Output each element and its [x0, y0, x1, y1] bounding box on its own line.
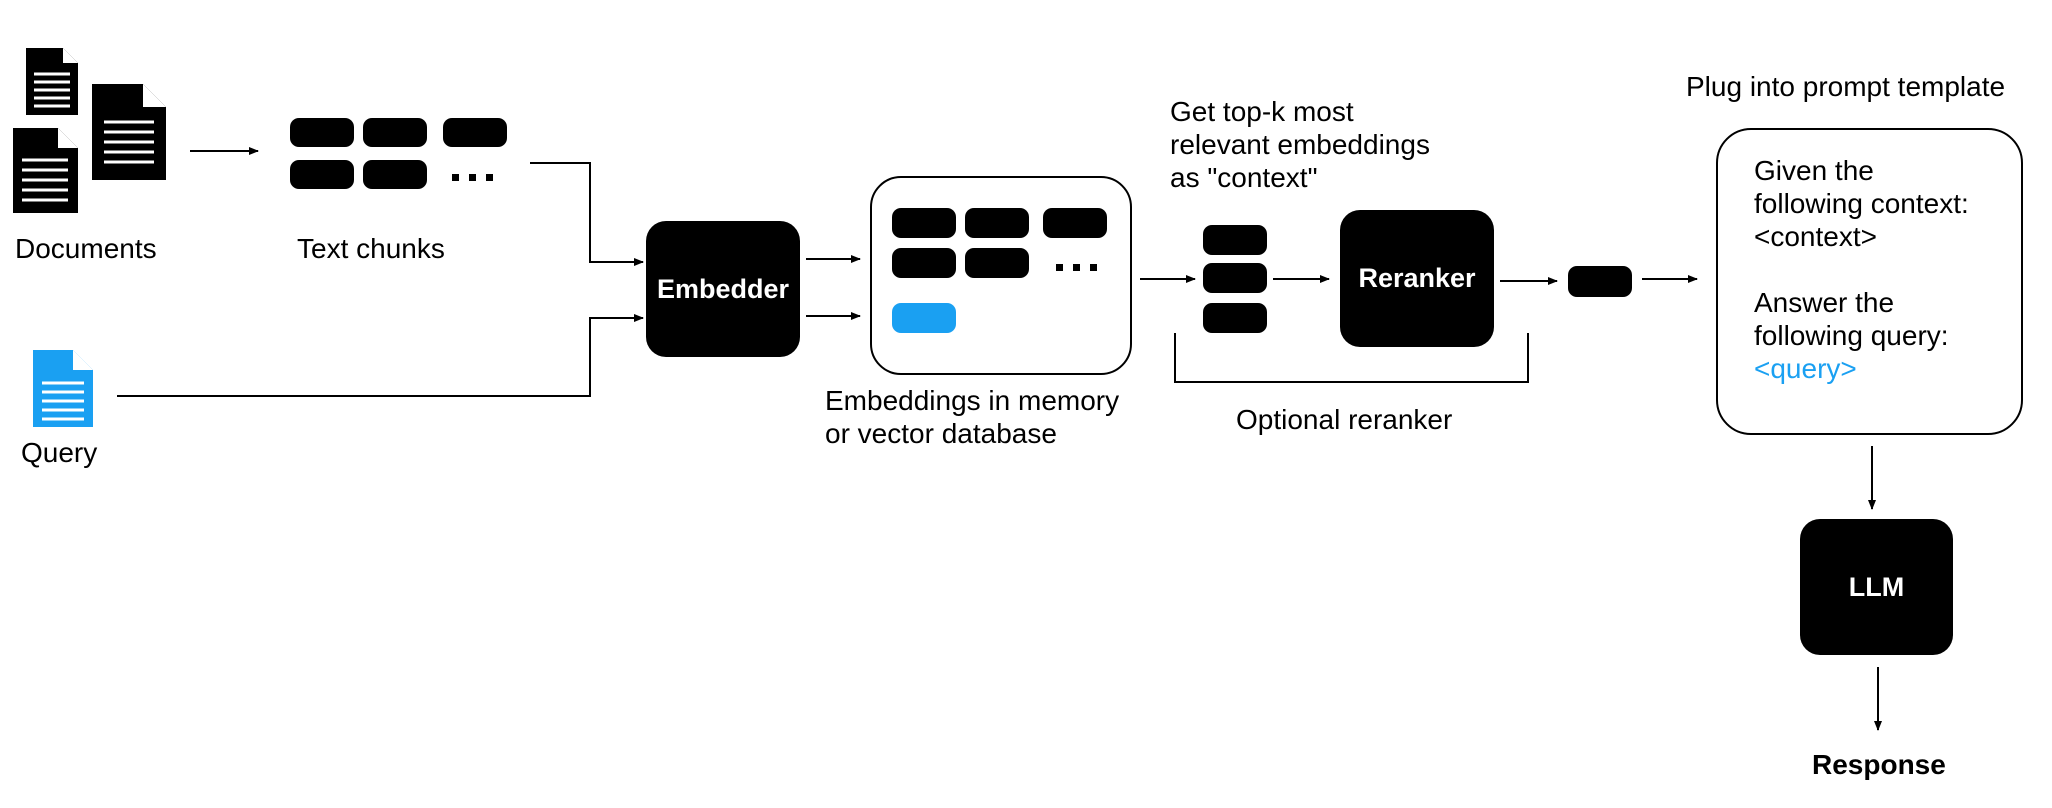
selected-context-block [1568, 266, 1632, 297]
chunk-block [363, 160, 427, 189]
chunk-block [1043, 208, 1107, 238]
chunk-block [892, 208, 956, 238]
reranker-bracket [1174, 333, 1529, 383]
llm-box: LLM [1800, 519, 1953, 655]
arrow-icon [530, 162, 644, 266]
prompt-context-placeholder: <context> [1754, 221, 1877, 252]
document-icon [13, 128, 78, 213]
optional-reranker-label: Optional reranker [1236, 404, 1453, 435]
embeddings-store-line1: Embeddings in memory [825, 385, 1120, 416]
topk-caption: Get top-k most relevant embeddings as "c… [1170, 95, 1430, 194]
chunk-block [1203, 303, 1267, 333]
prompt-line1: Given the [1754, 155, 1874, 186]
text-chunks [290, 118, 507, 189]
ellipsis-dots [452, 174, 493, 181]
text-chunks-label: Text chunks [297, 233, 445, 264]
top-k-embeddings [1203, 225, 1267, 333]
llm-label: LLM [1848, 571, 1905, 602]
query-label: Query [21, 437, 98, 468]
chunk-block [363, 118, 427, 147]
chunk-block [290, 160, 354, 189]
chunk-block [290, 118, 354, 147]
chunk-block [965, 248, 1029, 278]
prompt-line4: Answer the [1754, 287, 1895, 318]
topk-line1: Get top-k most [1170, 96, 1354, 127]
prompt-template-title: Plug into prompt template [1686, 71, 2006, 102]
prompt-template-box [1716, 128, 2023, 435]
query-embedding-block [892, 303, 956, 333]
arrow-icon [117, 314, 644, 397]
chunk-block [1203, 225, 1267, 255]
embedder-label: Embedder [656, 273, 790, 304]
reranker-label: Reranker [1358, 263, 1476, 293]
topk-line2: relevant embeddings [1170, 129, 1430, 160]
prompt-line5: following query: [1754, 320, 1949, 351]
embedder-box: Embedder [646, 221, 800, 357]
reranker-box: Reranker [1340, 210, 1494, 347]
chunk-block [443, 118, 507, 147]
document-icon [92, 84, 166, 180]
prompt-line2: following context: [1754, 188, 1969, 219]
document-icon [26, 48, 78, 115]
embeddings-store-caption: Embeddings in memory or vector database [825, 384, 1119, 450]
stored-embeddings [892, 208, 1107, 333]
chunk-block [892, 248, 956, 278]
topk-line3: as "context" [1170, 162, 1318, 193]
response-label: Response [1812, 749, 1946, 780]
query-document-icon [33, 350, 93, 427]
prompt-query-placeholder: <query> [1754, 353, 1857, 384]
chunk-block [1203, 263, 1267, 293]
embeddings-store-line2: or vector database [825, 418, 1057, 449]
chunk-block [965, 208, 1029, 238]
prompt-template-text: Given the following context: <context> A… [1754, 154, 1969, 385]
ellipsis-dots [1056, 264, 1097, 271]
documents-label: Documents [15, 233, 157, 264]
